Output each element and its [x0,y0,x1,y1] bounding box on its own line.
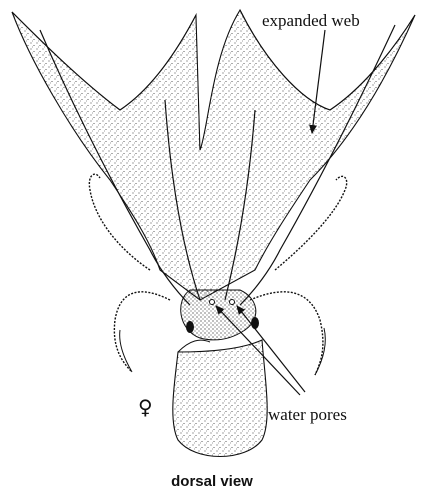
label-expanded-web: expanded web [262,11,360,30]
head [181,290,259,340]
water-pore-right [230,300,235,305]
eye-right [251,317,259,329]
water-pore-left [210,300,215,305]
label-water-pores: water pores [268,405,347,424]
eye-left [186,321,194,333]
label-dorsal-view: dorsal view [171,473,253,490]
expanded-web [12,10,415,300]
mantle [173,340,267,457]
female-symbol: ♀ [138,395,153,419]
